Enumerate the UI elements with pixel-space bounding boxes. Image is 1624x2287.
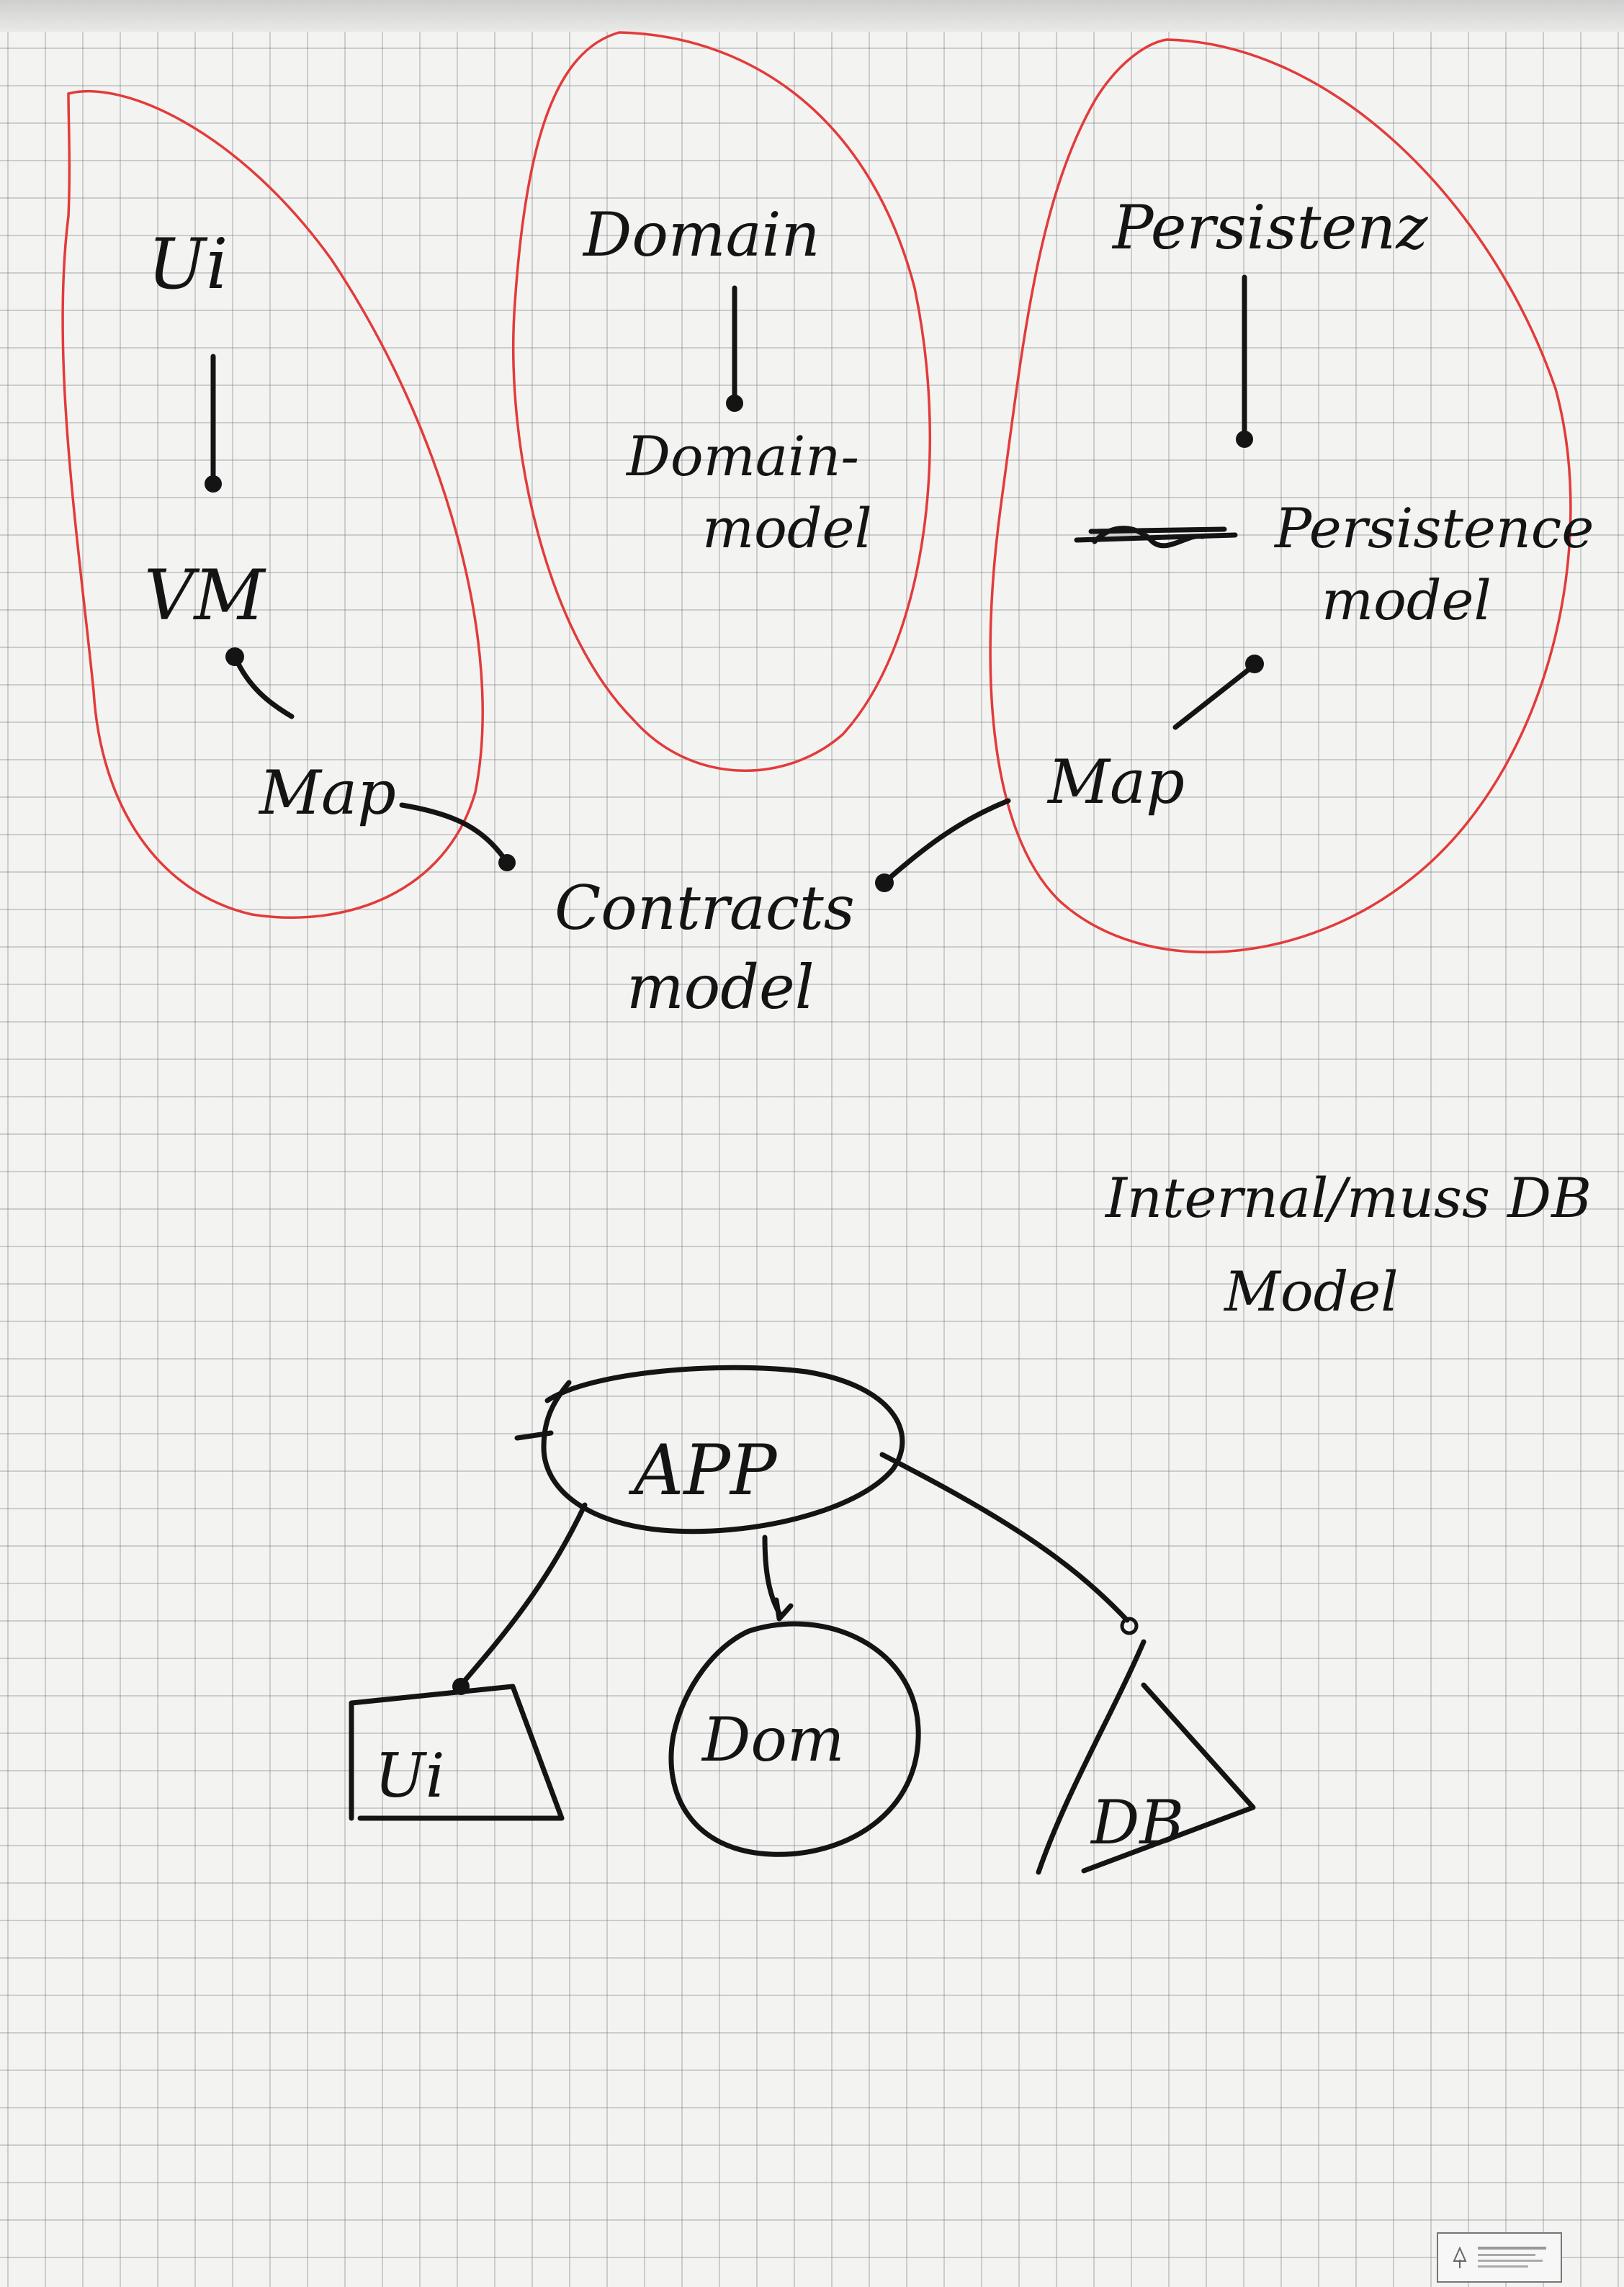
map-left-label: Map: [258, 758, 396, 828]
domain-to-domain-model-arrow-head: [726, 395, 743, 412]
dom-label: Dom: [701, 1704, 845, 1775]
db-label: DB: [1090, 1787, 1184, 1858]
app-to-dom-edge-head: [773, 1597, 794, 1622]
app-to-db-edge-head: [1120, 1617, 1139, 1635]
map-right-label: Map: [1046, 747, 1185, 817]
ui-box: [349, 1684, 565, 1821]
persistenz-label: Persistenz: [1111, 192, 1428, 263]
app-to-db-edge: [879, 1452, 1130, 1623]
dom-circle: [668, 1621, 921, 1857]
map-to-persistence-model-arrow: [1172, 663, 1256, 730]
app-ellipse-tail: [514, 1430, 554, 1441]
contracts-model-label-line2: model: [627, 952, 815, 1023]
ui-label: Ui: [148, 224, 228, 305]
domain-model-label-line1: Domain-: [625, 424, 859, 488]
vm-to-map-arrow: [235, 660, 295, 719]
app-label: APP: [628, 1430, 778, 1511]
domain-layer-circle: [512, 31, 931, 772]
map-left-to-contracts-arrow: [399, 802, 507, 861]
domain-model-label-line2: model: [702, 496, 872, 560]
db-triangle: [1036, 1639, 1256, 1875]
persistence-model-label-line1: Persistence: [1273, 496, 1594, 560]
ui-to-vm-arrow-head: [205, 475, 222, 493]
vm-label: VM: [144, 555, 266, 636]
map-right-to-contracts-arrow: [884, 798, 1011, 883]
persistence-model-label-line2: model: [1322, 568, 1491, 632]
internal-model-label-line1: Internal/muss DB: [1104, 1166, 1592, 1230]
map-right-to-contracts-arrow-head: [875, 873, 894, 892]
flipchart-binding: [0, 0, 1624, 32]
persistence-layer-circle: [989, 38, 1572, 953]
crossed-out-word: [1074, 526, 1238, 549]
fsc-logo: [1437, 2232, 1562, 2283]
contracts-model-label-line1: Contracts: [555, 873, 855, 943]
ui-layer-circle: [61, 90, 484, 919]
app-to-ui-edge: [458, 1502, 588, 1688]
vm-to-map-arrow-head: [225, 647, 244, 666]
persistenz-to-persistence-model-arrow-head: [1236, 431, 1253, 448]
map-left-to-contracts-arrow-head: [498, 854, 516, 871]
ui-box-label: Ui: [374, 1740, 445, 1811]
internal-model-label-line2: Model: [1223, 1259, 1399, 1324]
fsc-tree-icon: [1453, 2246, 1546, 2268]
domain-label: Domain: [582, 199, 820, 270]
app-ellipse: [541, 1365, 905, 1535]
map-to-persistence-model-arrow-head: [1245, 655, 1264, 673]
